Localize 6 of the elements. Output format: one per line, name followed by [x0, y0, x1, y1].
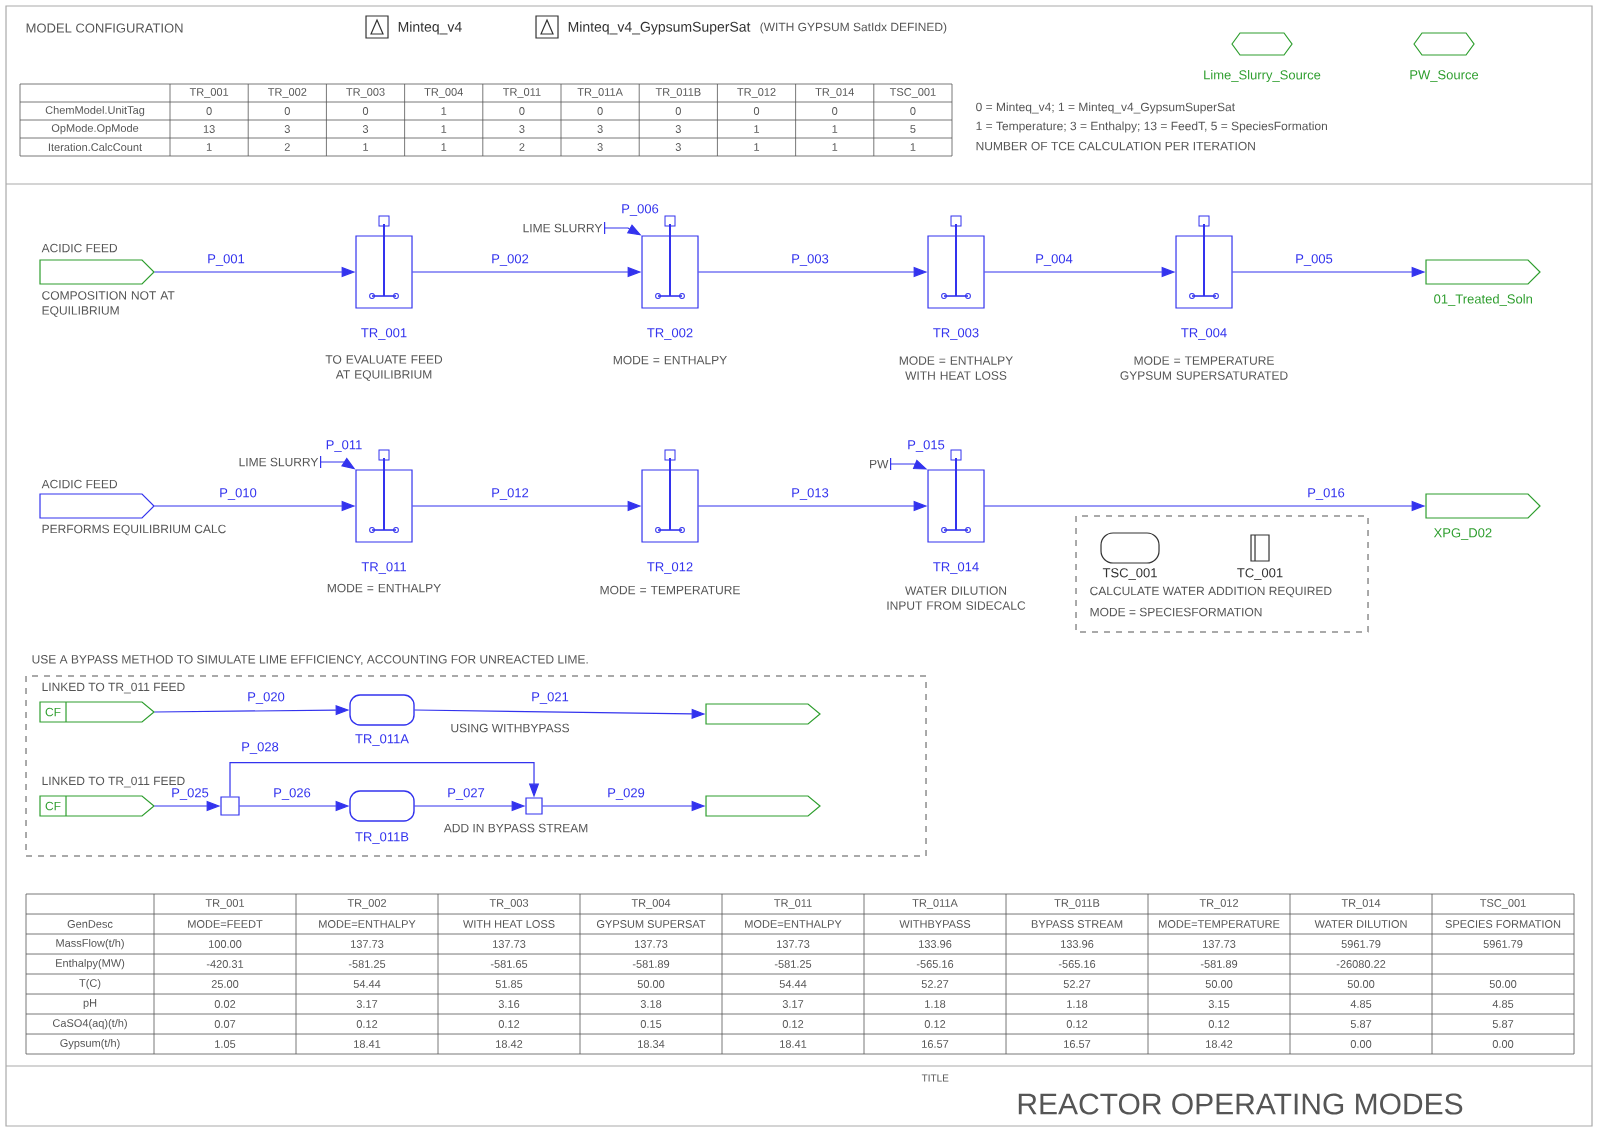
stream-line	[229, 762, 540, 798]
product-symbol	[705, 703, 821, 725]
junction-symbol	[525, 797, 543, 815]
drawing-title: REACTOR OPERATING MODES	[1018, 1093, 1463, 1115]
product-symbol	[705, 795, 821, 817]
junction-symbol	[220, 796, 240, 816]
